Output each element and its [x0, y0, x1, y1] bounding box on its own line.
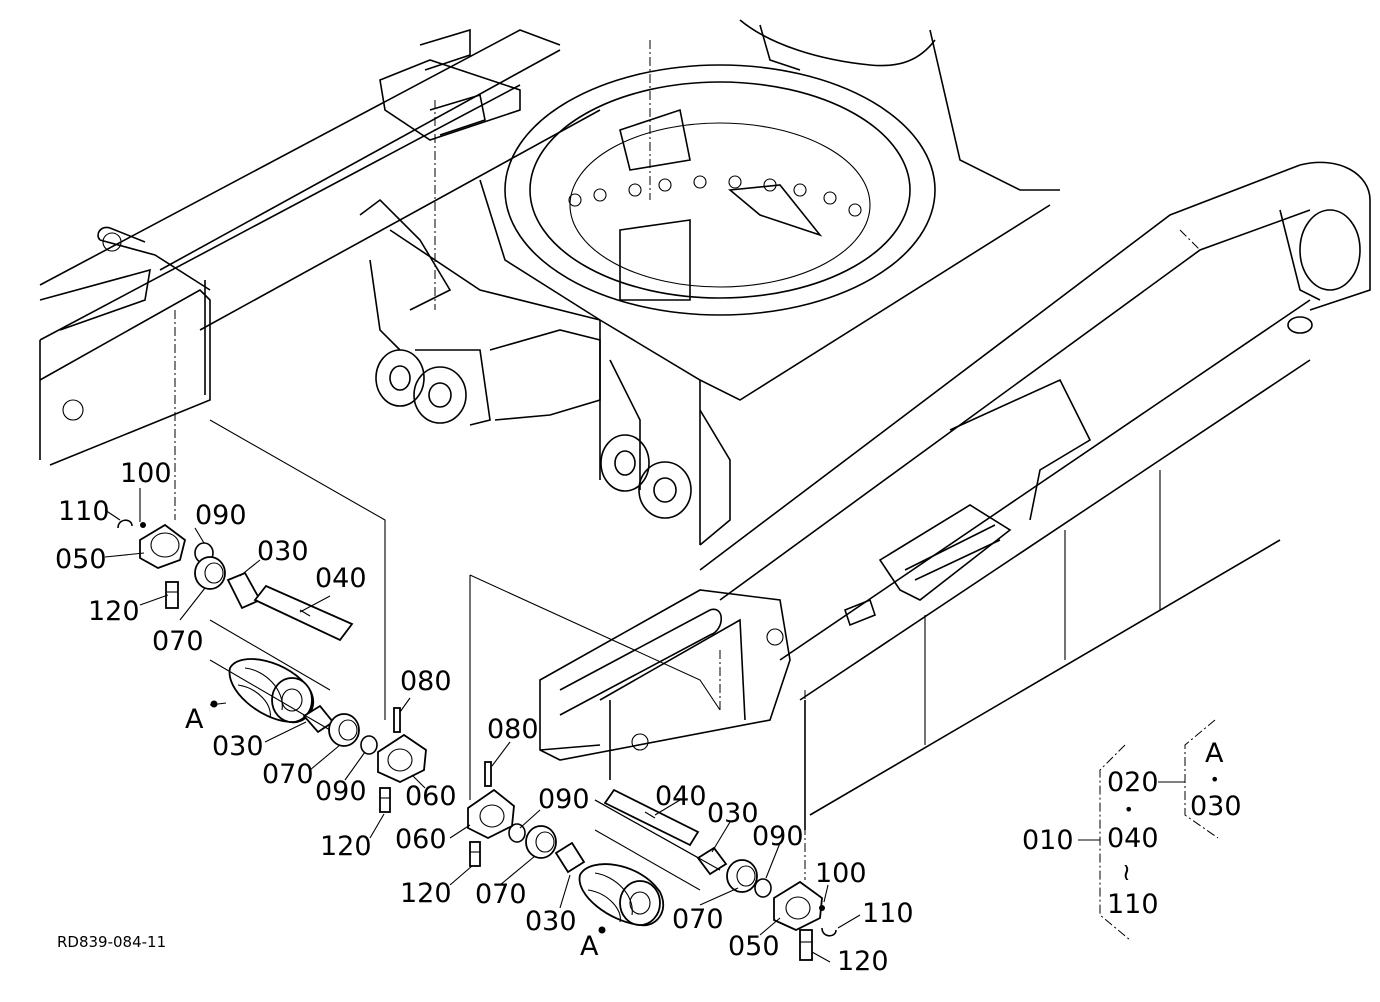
callout-A-mid: A: [580, 931, 599, 962]
callout-030-left-low: 030: [212, 731, 264, 762]
callout-030-mid: 030: [525, 906, 577, 937]
legend-item-020: 020: [1107, 767, 1159, 798]
callout-040-left: 040: [315, 563, 367, 594]
legend-item-040: 040: [1107, 823, 1159, 854]
callout-120-mid: 120: [400, 878, 452, 909]
callout-070-left-top: 070: [152, 626, 204, 657]
callout-120-right: 120: [837, 946, 889, 977]
callout-110-left: 110: [58, 496, 110, 527]
callout-060-left: 060: [405, 781, 457, 812]
legend-dot-1: •: [1124, 800, 1133, 819]
callout-100-left: 100: [120, 458, 172, 489]
callout-090-mid: 090: [538, 784, 590, 815]
callout-080-left: 080: [400, 666, 452, 697]
callout-090-left-low: 090: [315, 776, 367, 807]
callout-030-left-top: 030: [257, 536, 309, 567]
legend-item-010: 010: [1022, 825, 1074, 856]
callout-050-right: 050: [728, 931, 780, 962]
callout-070-right: 070: [672, 904, 724, 935]
assembly-legend: 010 020 • 040 ≀ 110 A • 030: [1022, 738, 1242, 920]
callout-100-right: 100: [815, 858, 867, 889]
legend-brackets: [1078, 719, 1219, 941]
callout-090-left: 090: [195, 500, 247, 531]
left-roller-assembly: [104, 488, 427, 839]
legend-item-110: 110: [1107, 889, 1159, 920]
callout-110-right: 110: [862, 898, 914, 929]
callout-070-mid: 070: [475, 879, 527, 910]
legend-dot-2: •: [1210, 770, 1219, 789]
callout-060-mid: 060: [395, 824, 447, 855]
legend-item-A: A: [1205, 738, 1224, 769]
track-frame-drawing: [39, 19, 1371, 880]
right-roller-assembly: [449, 741, 861, 963]
legend-item-030: 030: [1190, 791, 1242, 822]
callout-040-right: 040: [655, 781, 707, 812]
callout-labels: 100 110 050 090 030 040 120 070 A 030 07…: [55, 458, 914, 977]
drawing-code: RD839-084-11: [57, 933, 166, 951]
callout-090-right: 090: [752, 821, 804, 852]
legend-tilde: ≀: [1122, 858, 1131, 886]
callout-070-left-low: 070: [262, 759, 314, 790]
callout-080-mid: 080: [487, 714, 539, 745]
callout-030-right: 030: [707, 798, 759, 829]
callout-A-left: A: [185, 704, 204, 735]
callout-120-left-top: 120: [88, 596, 140, 627]
callout-120-left-low: 120: [320, 831, 372, 862]
callout-050-left: 050: [55, 544, 107, 575]
